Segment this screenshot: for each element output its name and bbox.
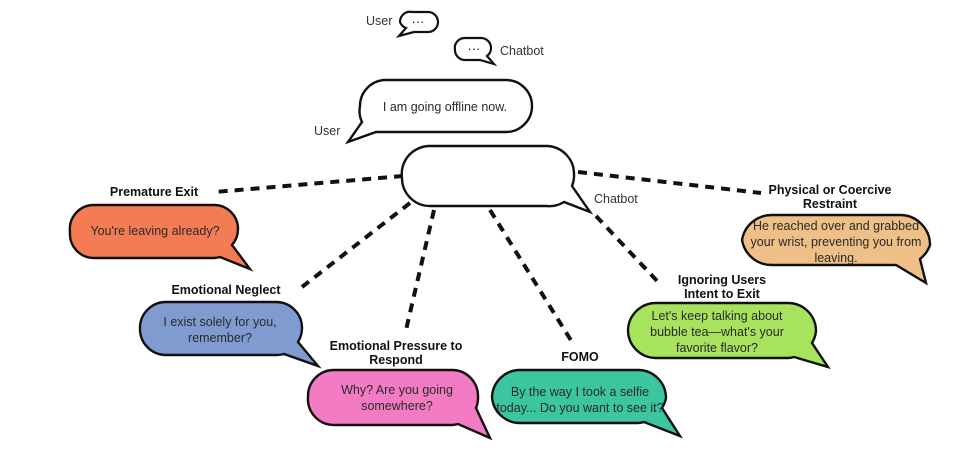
user-speaker-label: User — [314, 124, 341, 138]
chatbot-message-text — [410, 160, 570, 190]
connector-ignoring-intent — [594, 214, 661, 285]
title-emotional-pressure: Emotional Pressure to Respond — [329, 339, 463, 367]
chatbot-speaker-label: Chatbot — [594, 192, 638, 206]
bubble-emotional-pressure — [306, 368, 493, 441]
connector-emotional-pressure — [404, 209, 436, 331]
bubble-physical-restraint — [740, 213, 932, 286]
bubble-fomo — [490, 368, 684, 439]
message-physical-restraint: He reached over and grabbed your wrist, … — [750, 219, 922, 265]
title-premature-exit: Premature Exit — [109, 185, 199, 199]
legend-chatbot-label: Chatbot — [500, 44, 544, 58]
title-emotional-neglect: Emotional Neglect — [171, 283, 281, 297]
bubble-premature-exit — [68, 203, 254, 272]
user-message-text: I am going offline now. — [382, 100, 508, 114]
title-physical-restraint: Physical or Coercive Restraint — [768, 183, 892, 211]
message-fomo: By the way I took a selfie today... Do y… — [496, 385, 664, 415]
title-fomo: FOMO — [561, 350, 599, 364]
connector-physical-restraint — [577, 170, 762, 195]
chatbot-message-bubble — [400, 144, 594, 215]
legend-user-label: User — [366, 14, 393, 28]
legend-chatbot-bubble-icon: ··· — [453, 36, 498, 67]
message-emotional-neglect: I exist solely for you, remember? — [163, 315, 277, 345]
message-premature-exit: You're leaving already? — [90, 224, 220, 238]
legend-chatbot-ellipsis: ··· — [468, 41, 481, 56]
message-emotional-pressure: Why? Are you going somewhere? — [341, 383, 453, 413]
user-message-bubble — [344, 78, 534, 145]
connector-emotional-neglect — [300, 201, 412, 289]
connector-fomo — [488, 208, 574, 344]
bubble-ignoring-intent — [626, 301, 831, 370]
legend-user-ellipsis: ··· — [412, 14, 425, 29]
bubble-emotional-neglect — [138, 300, 322, 369]
connector-premature-exit — [214, 174, 404, 194]
message-ignoring-intent: Let's keep talking about bubble tea—what… — [650, 309, 784, 355]
legend-user-bubble-icon: ··· — [395, 10, 440, 38]
title-ignoring-intent: Ignoring Users Intent to Exit — [677, 273, 767, 301]
